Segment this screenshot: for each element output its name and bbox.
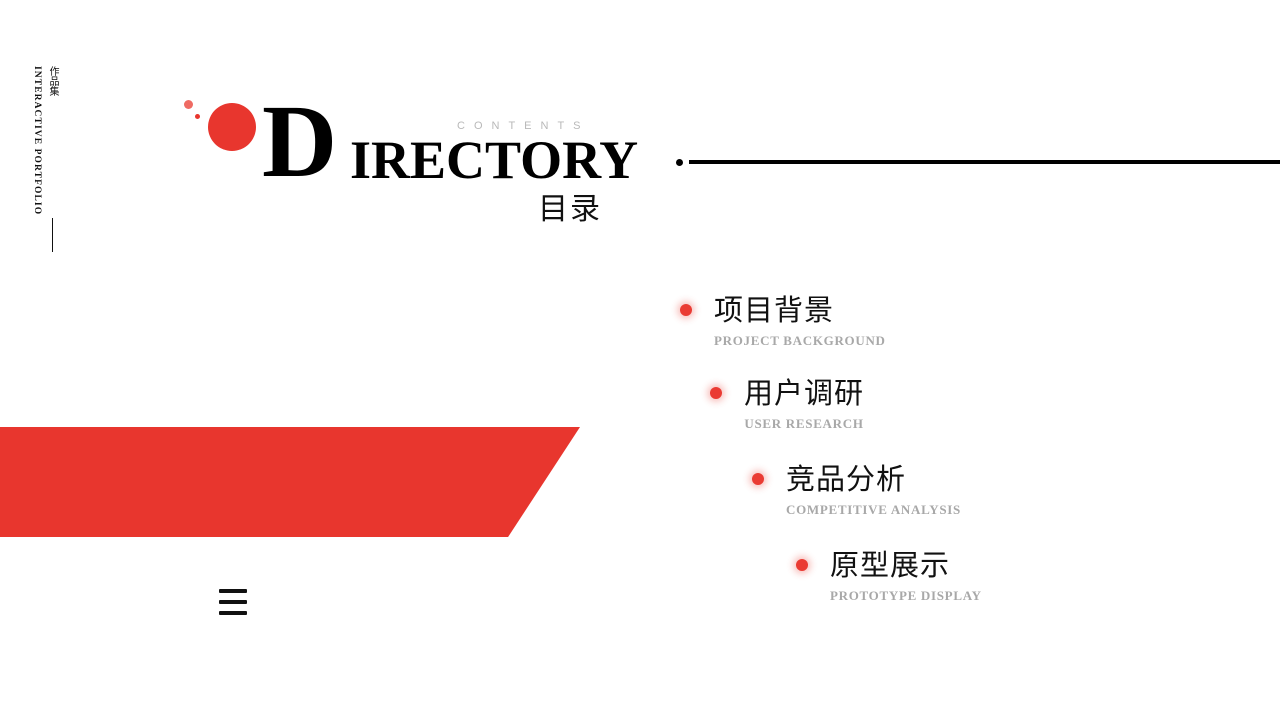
menu-item-label-en: PROTOTYPE DISPLAY: [830, 588, 982, 603]
title-eyebrow: CONTENTS: [457, 120, 590, 132]
menu-item-label-en: USER RESEARCH: [744, 416, 864, 431]
bullet-icon: [752, 473, 764, 485]
menu-item-label-en: COMPETITIVE ANALYSIS: [786, 502, 961, 517]
decor-dot-small: [195, 114, 200, 119]
red-angled-banner: [0, 427, 580, 537]
menu-item-label-cn: 竞品分析: [786, 462, 907, 496]
title-main: IRECTORY: [350, 130, 639, 190]
title-drop-cap: D: [262, 84, 337, 199]
brand-rail: 作品集 INTERACTIVE PORTFOLIO: [0, 0, 80, 720]
rule-lead-dot: [676, 159, 683, 166]
menu-item-project-background[interactable]: 项目背景 PROJECT BACKGROUND: [680, 293, 886, 349]
menu-item-competitive-analysis[interactable]: 竞品分析 COMPETITIVE ANALYSIS: [752, 462, 961, 518]
hamburger-icon[interactable]: [219, 589, 247, 615]
menu-item-prototype-display[interactable]: 原型展示 PROTOTYPE DISPLAY: [796, 548, 982, 604]
brand-vertical-en: INTERACTIVE PORTFOLIO: [32, 66, 42, 216]
decor-circle-large: [208, 103, 256, 151]
page-title: D CONTENTS IRECTORY 目录: [262, 90, 638, 236]
title-subtitle-cn: 目录: [538, 192, 602, 227]
header-divider-line: [689, 160, 1280, 164]
brand-rail-divider: [52, 218, 53, 252]
hamburger-bar-2: [219, 600, 247, 604]
menu-item-label-cn: 用户调研: [744, 376, 865, 410]
menu-item-user-research[interactable]: 用户调研 USER RESEARCH: [710, 376, 864, 432]
bullet-icon: [680, 304, 692, 316]
hamburger-bar-1: [219, 589, 247, 593]
contents-menu: 项目背景 PROJECT BACKGROUND 用户调研 USER RESEAR…: [660, 280, 1280, 620]
menu-item-label-cn: 项目背景: [714, 293, 835, 327]
menu-item-label-en: PROJECT BACKGROUND: [714, 333, 886, 348]
menu-item-label-cn: 原型展示: [830, 548, 951, 582]
brand-vertical-cn: 作品集: [47, 66, 58, 96]
bullet-icon: [710, 387, 722, 399]
hamburger-bar-3: [219, 611, 247, 615]
bullet-icon: [796, 559, 808, 571]
decor-dot-medium: [184, 100, 193, 109]
